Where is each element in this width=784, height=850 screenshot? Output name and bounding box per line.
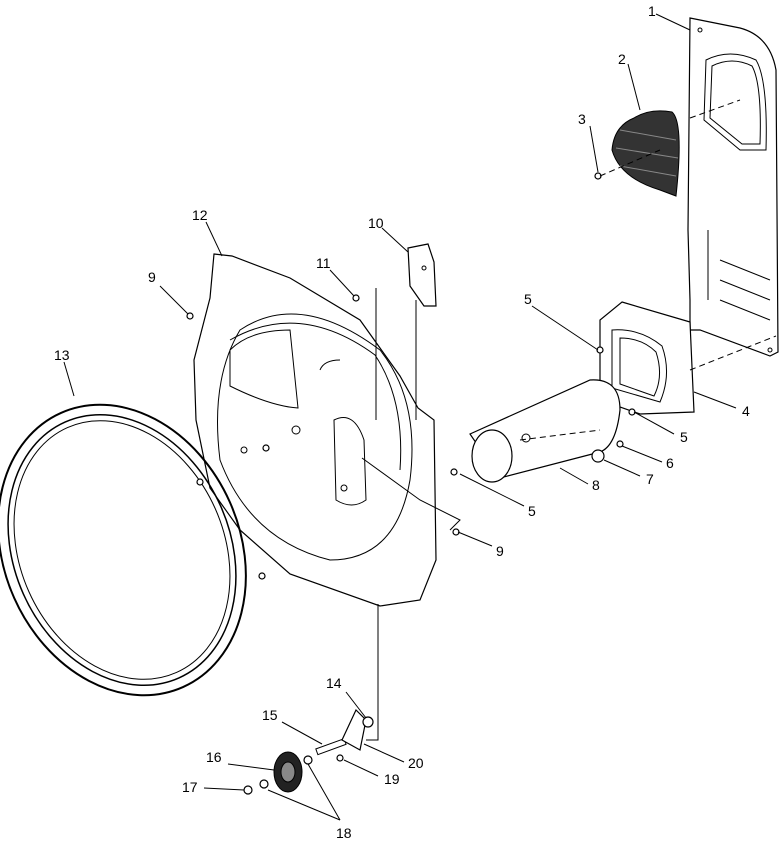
- axle-15-part: [315, 738, 347, 756]
- callout-14: 14: [326, 675, 342, 691]
- callout-17: 17: [182, 779, 198, 795]
- callout-11: 11: [316, 255, 331, 271]
- callout-19: 19: [384, 771, 400, 787]
- duct-bracket-part: [599, 301, 695, 415]
- duct-tube-part: [469, 379, 621, 483]
- callout-13: 13: [54, 347, 70, 363]
- screw-9a-part: [186, 312, 194, 320]
- callout-15: 15: [262, 707, 278, 723]
- callout-6: 6: [666, 455, 674, 471]
- roller-16-part: [273, 751, 303, 793]
- callout-10: 10: [368, 215, 384, 231]
- callout-16: 16: [206, 749, 222, 765]
- screw-part: [262, 444, 270, 452]
- screw-6-part: [616, 440, 624, 448]
- screw-part: [196, 478, 204, 486]
- screw-5c-part: [450, 468, 458, 476]
- seal-ring-part: [0, 403, 247, 697]
- callout-9b: 9: [496, 543, 504, 559]
- fitting-7-part: [591, 449, 605, 463]
- leader-lines: [63, 13, 777, 821]
- screw-part: [258, 572, 266, 580]
- screw-5-part: [596, 346, 604, 354]
- callout-5b: 5: [680, 429, 688, 445]
- screw-11-part: [352, 294, 360, 302]
- callout-labels: 1 2 3 4 5 5 5 6 7 8 9 9 10 11 12 13 14 1…: [54, 3, 750, 841]
- bracket-10-part: [407, 243, 437, 307]
- callout-4: 4: [742, 403, 750, 419]
- callout-5c: 5: [528, 503, 536, 519]
- rear-bulkhead-part: [193, 253, 437, 607]
- lint-screen-part: [611, 110, 680, 197]
- screw-19-part: [336, 754, 344, 762]
- rear-panel-part: [687, 17, 779, 357]
- callout-7: 7: [646, 471, 654, 487]
- washer-18a-part: [259, 779, 269, 789]
- callout-3: 3: [578, 111, 586, 127]
- callout-1: 1: [648, 3, 656, 19]
- callout-18: 18: [336, 825, 352, 841]
- washer-17-part: [243, 785, 253, 795]
- callout-2: 2: [618, 51, 626, 67]
- callout-8: 8: [592, 477, 600, 493]
- callout-9a: 9: [148, 269, 156, 285]
- callout-12: 12: [192, 207, 208, 223]
- callout-20: 20: [408, 755, 424, 771]
- callout-5a: 5: [524, 291, 532, 307]
- washer-18b-part: [303, 755, 313, 765]
- clip-14-part: [362, 716, 374, 728]
